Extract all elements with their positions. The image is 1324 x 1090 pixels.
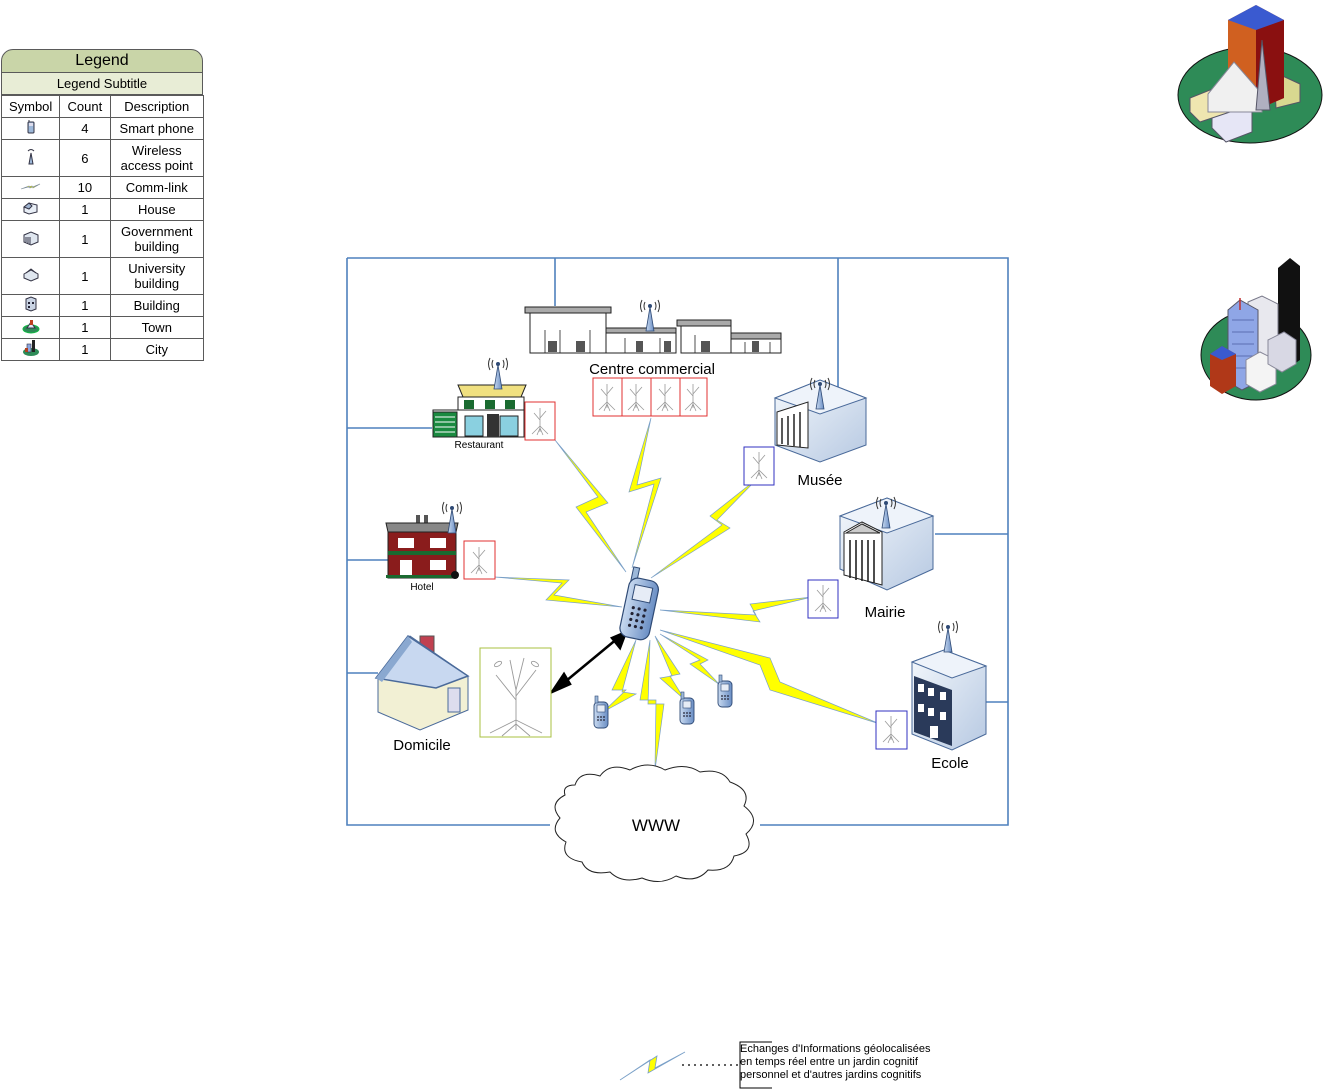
restaurant-building xyxy=(432,384,527,438)
annotation-note: Echanges d'Informations géolocalisées en… xyxy=(740,1043,940,1082)
comm-link-bolt xyxy=(639,639,665,771)
legend-row: 1 University building xyxy=(0,257,205,295)
legend-count: 1 xyxy=(59,257,111,295)
legend-count: 10 xyxy=(59,176,111,199)
label-domicile: Domicile xyxy=(393,737,451,754)
comm-link-bolt xyxy=(602,639,638,713)
label-hotel: Hotel xyxy=(410,582,433,593)
legend-table: Symbol Count Description 4 Smart phone 6… xyxy=(0,95,205,361)
city-icon xyxy=(0,338,61,361)
smart-phone-icon xyxy=(717,674,733,708)
note-line: en temps réel entre un jardin cognitif xyxy=(740,1056,918,1068)
school-garden xyxy=(875,710,908,750)
wireless-access-point-icon xyxy=(0,139,61,177)
shopping-centre-building xyxy=(524,306,782,354)
legend-description: Town xyxy=(109,316,205,339)
smart-phone-icon xyxy=(0,117,61,140)
legend-description: Comm-link xyxy=(109,176,205,199)
smart-phone-icon xyxy=(679,691,695,725)
wireless-access-point-icon xyxy=(640,299,660,332)
network-frame xyxy=(346,257,1009,826)
label-www: WWW xyxy=(632,816,680,835)
museum-building xyxy=(773,379,868,463)
comm-link-bolt xyxy=(554,439,627,573)
legend-description: Smart phone xyxy=(109,117,205,140)
www-cloud xyxy=(554,764,754,882)
legend-header-description: Description xyxy=(109,95,205,118)
label-ecole: Ecole xyxy=(931,755,969,772)
town-icon xyxy=(0,316,61,339)
home-house xyxy=(374,634,470,731)
city-icon xyxy=(1200,258,1312,401)
note-line: Echanges d'Informations géolocalisées xyxy=(740,1043,931,1055)
note-line: personnel et d'autres jardins cognitifs xyxy=(740,1069,922,1081)
legend-title: Legend xyxy=(1,49,203,73)
label-mairie: Mairie xyxy=(865,604,906,621)
house-icon xyxy=(0,198,61,221)
legend-header-row: Symbol Count Description xyxy=(0,95,205,118)
legend-row: 4 Smart phone xyxy=(0,117,205,140)
wireless-access-point-icon xyxy=(488,357,508,390)
label-musee: Musée xyxy=(797,472,842,489)
legend-subtitle: Legend Subtitle xyxy=(1,73,203,95)
wireless-access-point-icon xyxy=(938,620,958,653)
legend: Legend Legend Subtitle Symbol Count Desc… xyxy=(0,49,205,361)
government-building-icon xyxy=(0,220,61,258)
legend-row: 1 City xyxy=(0,338,205,361)
town-hall-building xyxy=(838,497,935,591)
note-comm-link-icon xyxy=(619,1051,686,1081)
legend-row: 1 Government building xyxy=(0,220,205,258)
hotel-garden xyxy=(463,540,496,580)
note-bracket xyxy=(739,1041,772,1089)
town-icon xyxy=(1177,5,1323,144)
exchange-arrow xyxy=(548,629,629,695)
legend-description: University building xyxy=(109,257,205,295)
legend-header-count: Count xyxy=(59,95,111,118)
comm-link-bolt xyxy=(650,477,759,579)
comm-link-bolt xyxy=(659,596,813,623)
legend-description: Wireless access point xyxy=(109,139,205,177)
comm-link-icon xyxy=(0,176,61,199)
shopping-centre-gardens xyxy=(592,377,708,417)
legend-row: 10 Comm-link xyxy=(0,176,205,199)
legend-description: Government building xyxy=(109,220,205,258)
legend-description: City xyxy=(109,338,205,361)
university-building-icon xyxy=(0,257,61,295)
legend-count: 1 xyxy=(59,338,111,361)
comm-links xyxy=(493,417,881,771)
school-building xyxy=(910,649,988,751)
home-garden xyxy=(479,647,552,738)
comm-link-bolt xyxy=(628,417,662,569)
tree-icon xyxy=(489,657,543,737)
label-restaurant: Restaurant xyxy=(455,440,504,451)
central-smart-phone xyxy=(619,566,660,641)
hotel-building xyxy=(385,515,459,579)
legend-row: 6 Wireless access point xyxy=(0,139,205,177)
smart-phone-icon xyxy=(593,695,609,729)
legend-count: 6 xyxy=(59,139,111,177)
label-centre-commercial: Centre commercial xyxy=(589,361,715,378)
comm-link-bolt xyxy=(493,576,623,608)
